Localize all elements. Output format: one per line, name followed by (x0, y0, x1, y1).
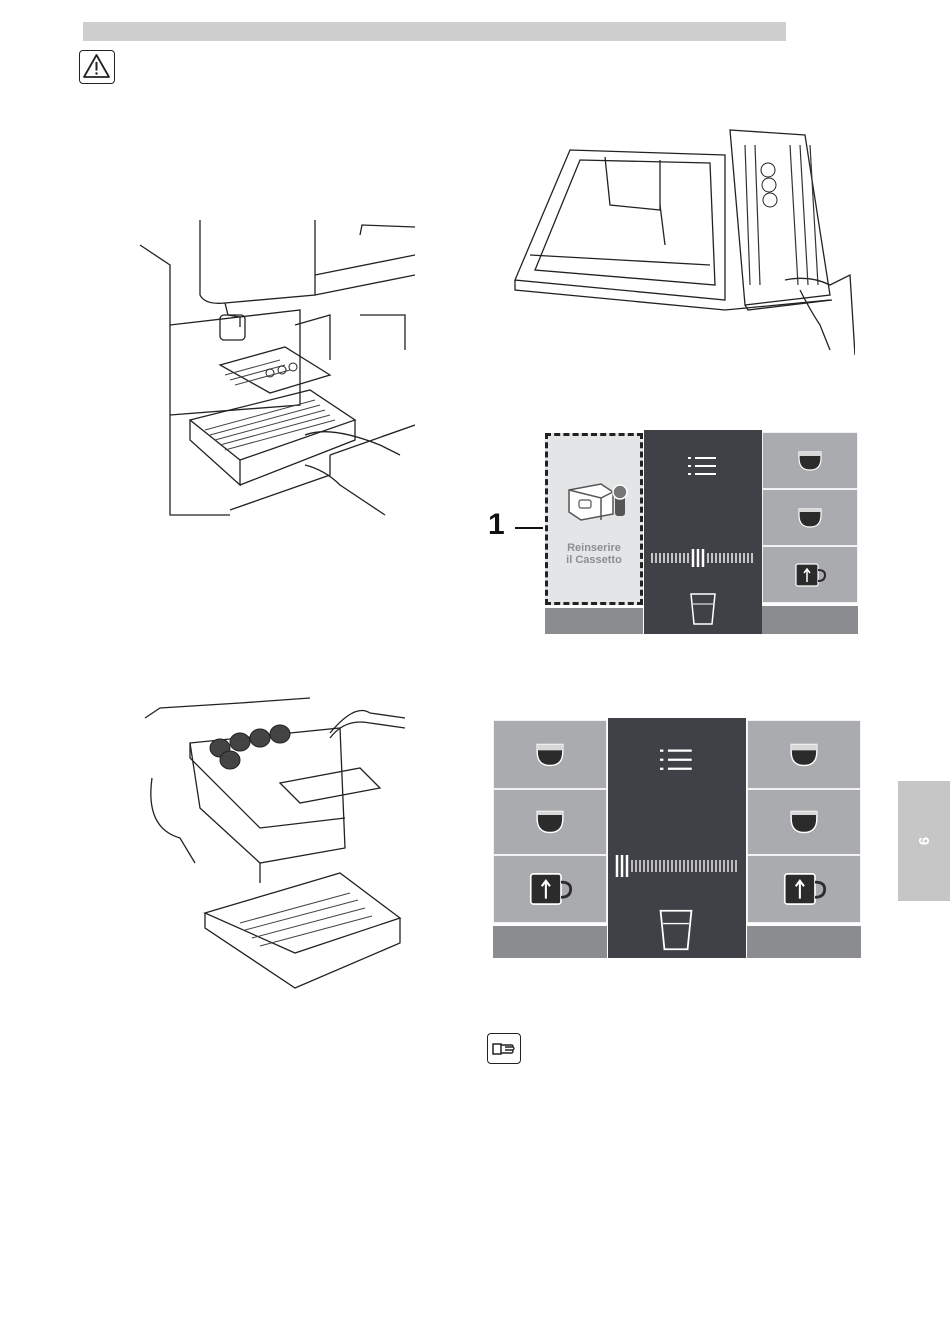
callout-number: 1 (488, 508, 505, 542)
drip-tray-grid-illustration (510, 125, 855, 355)
glass-icon[interactable] (658, 908, 694, 952)
bottom-right-button[interactable] (762, 606, 858, 634)
page-number: 9 (864, 815, 950, 867)
drawer-warning-icon (561, 480, 631, 524)
message-line-1: Reinserire (545, 542, 643, 554)
left-cup-button-2[interactable] (493, 789, 607, 855)
cup-icon (790, 742, 818, 768)
cup-icon (798, 507, 822, 529)
menu-list-icon[interactable] (688, 456, 718, 480)
right-cup-button-2[interactable] (747, 789, 861, 855)
header-bar (83, 22, 786, 41)
cup-button-1[interactable] (762, 432, 858, 489)
right-mug-button[interactable] (747, 855, 861, 923)
menu-list-icon[interactable] (660, 748, 694, 776)
mug-icon (528, 871, 572, 907)
glass-icon[interactable] (689, 592, 717, 626)
center-panel-2 (608, 718, 746, 958)
right-cup-button-1[interactable] (747, 720, 861, 789)
page-number-tab: 9 (898, 781, 950, 901)
center-panel (644, 430, 762, 634)
cup-icon (536, 809, 564, 835)
cup-button-2[interactable] (762, 489, 858, 546)
left-bottom-button[interactable] (493, 926, 607, 958)
message-line-2: il Cassetto (545, 554, 643, 566)
display-screen-1: Reinserire il Cassetto (543, 430, 859, 634)
left-cup-button-1[interactable] (493, 720, 607, 789)
bottom-left-button[interactable] (545, 608, 643, 634)
display-screen-2 (491, 718, 863, 958)
drip-tray-removal-illustration (130, 215, 415, 520)
right-bottom-button[interactable] (747, 926, 861, 958)
capsule-drawer-illustration (140, 688, 410, 993)
mug-icon (782, 871, 826, 907)
mug-icon (794, 562, 826, 588)
cup-icon (790, 809, 818, 835)
strength-slider[interactable] (649, 548, 757, 568)
strength-slider[interactable] (614, 854, 742, 878)
left-mug-button[interactable] (493, 855, 607, 923)
note-hand-icon (487, 1033, 521, 1064)
mug-button[interactable] (762, 546, 858, 603)
warning-icon (79, 50, 115, 84)
cup-icon (798, 450, 822, 472)
cup-icon (536, 742, 564, 768)
